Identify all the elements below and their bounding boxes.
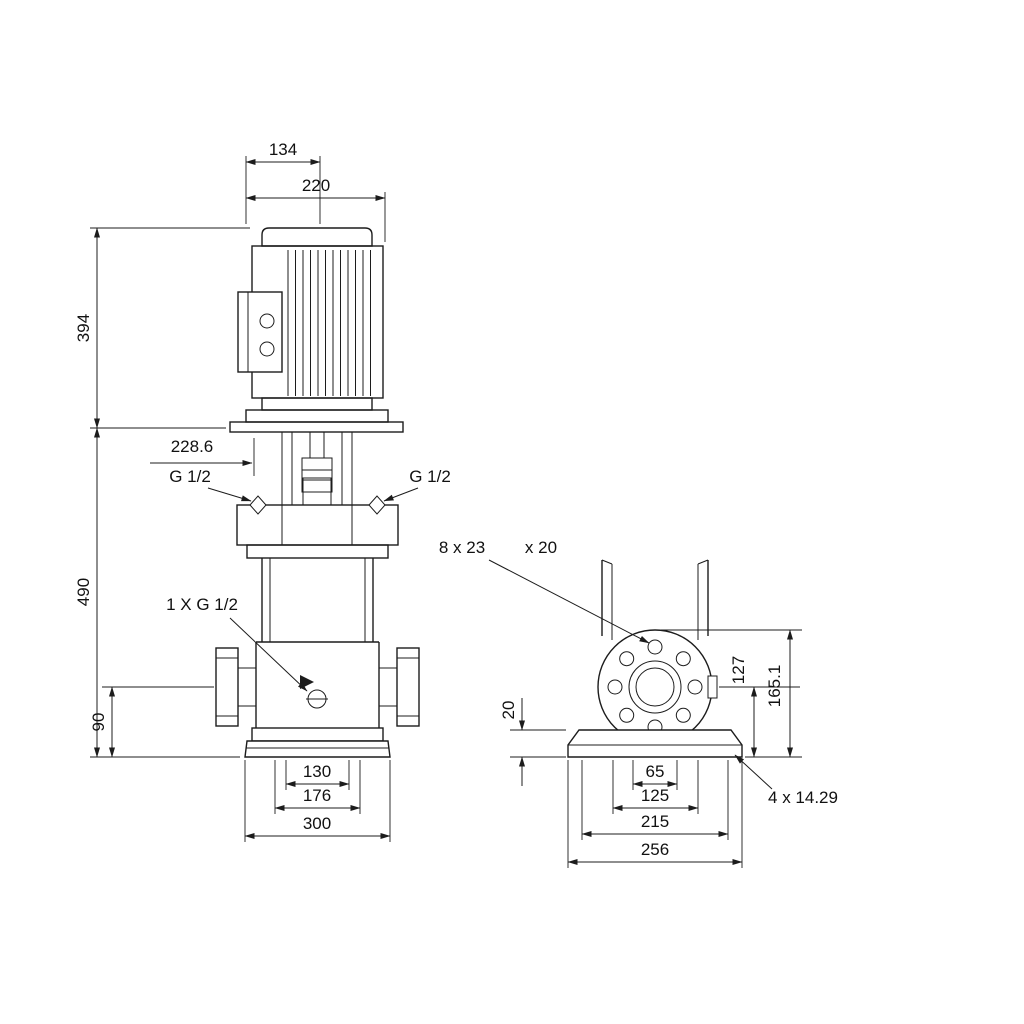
coupling: [301, 457, 333, 493]
base-side: [567, 729, 743, 758]
bolt-hole: [619, 651, 635, 667]
leader-plug-right: [383, 487, 419, 502]
drain-plug: [300, 675, 328, 709]
motor-cooling-fins: [287, 250, 371, 396]
pump-base: [244, 727, 391, 758]
dim-label-head-offset: 228.6: [171, 437, 214, 456]
dim-label-pump-height: 490: [74, 578, 93, 606]
dim-label-base-hole-spacing: 125: [641, 786, 669, 805]
dim-label-motor-width: 220: [302, 176, 330, 195]
leader-flange-holes: [488, 559, 650, 644]
pump-side-view: [567, 559, 743, 758]
dim-label-base-slot: 130: [303, 762, 331, 781]
gauge-tap: [707, 675, 718, 699]
motor-flange: [245, 409, 389, 423]
label-flange-holes: 8 x 23: [439, 538, 485, 557]
port-flange-face: [597, 629, 713, 745]
front-dimensions: 134 220 394 490 228.6 G 1/2 G 1/2 1 X G …: [74, 140, 451, 842]
motor: [237, 227, 389, 423]
leader-base-holes: [734, 754, 773, 790]
bolt-hole: [647, 639, 663, 655]
dim-label-motor-face: 134: [269, 140, 297, 159]
dim-label-flange-top-height: 165.1: [765, 665, 784, 708]
leader-drain-port: [229, 617, 308, 692]
dim-label-side-base-slot: 65: [646, 762, 665, 781]
dim-label-port-center-height: 127: [729, 656, 748, 684]
bolt-hole: [687, 679, 703, 695]
label-base-holes: 4 x 14.29: [768, 788, 838, 807]
label-plug-right: G 1/2: [409, 467, 451, 486]
column-outer: [261, 558, 374, 642]
pump-front-view: [215, 227, 420, 758]
bolt-hole: [607, 679, 623, 695]
flange-bolt-holes: [607, 639, 703, 735]
label-plug-left: G 1/2: [169, 467, 211, 486]
bolt-hole: [675, 651, 691, 667]
side-dimensions: 8 x 23 x 20 20 127 165.1 4 x 14.29 65 12: [439, 538, 838, 868]
head-flange-ring: [246, 544, 389, 559]
suction-flange: [215, 647, 256, 727]
terminal-box: [237, 291, 283, 373]
base-foot: [244, 740, 391, 758]
dim-label-side-base-mid: 215: [641, 812, 669, 831]
lower-chamber: [255, 641, 380, 728]
dim-label-port-height: 90: [89, 713, 108, 732]
dim-label-base-mid: 176: [303, 786, 331, 805]
dim-label-base-width: 300: [303, 814, 331, 833]
base-upper: [251, 727, 384, 742]
port-bore-outer: [628, 660, 682, 714]
port-bore-inner: [635, 667, 675, 707]
pump-head: [236, 495, 399, 559]
chamber-sleeve: [601, 559, 709, 640]
coupling-guard: [281, 432, 353, 505]
base-plate: [567, 729, 743, 758]
discharge-flange: [379, 647, 420, 727]
vent-plug-right: [368, 495, 386, 515]
bolt-hole: [619, 707, 635, 723]
motor-stool: [229, 421, 404, 506]
column-inner: [269, 558, 366, 642]
leader-plug-left: [207, 487, 252, 502]
dim-label-base-thickness: 20: [499, 701, 518, 720]
dim-label-motor-height: 394: [74, 314, 93, 342]
label-flange-holes-depth: x 20: [525, 538, 557, 557]
cable-entry-hole: [259, 341, 275, 357]
bolt-hole: [675, 707, 691, 723]
motor-neck: [261, 397, 373, 411]
pump-column: [255, 558, 380, 728]
dim-label-side-base-width: 256: [641, 840, 669, 859]
vent-plug-left: [249, 495, 267, 515]
label-drain-port: 1 X G 1/2: [166, 595, 238, 614]
stool-plate: [229, 421, 404, 433]
cable-entry-hole: [259, 313, 275, 329]
motor-fan-cover: [261, 227, 373, 247]
